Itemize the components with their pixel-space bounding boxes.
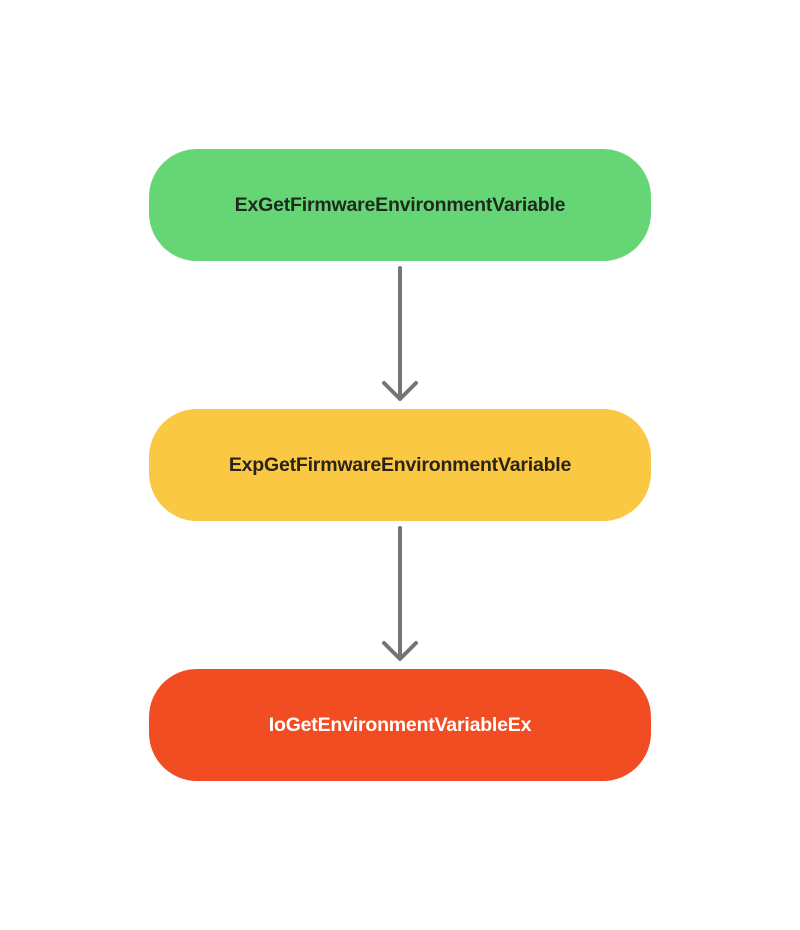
down-arrow-icon — [382, 526, 418, 661]
node-io-get-environment-variable-ex: IoGetEnvironmentVariableEx — [149, 669, 651, 781]
node-exp-get-firmware-environment-variable: ExpGetFirmwareEnvironmentVariable — [149, 409, 651, 521]
node-ex-get-firmware-environment-variable: ExGetFirmwareEnvironmentVariable — [149, 149, 651, 261]
node-label: ExGetFirmwareEnvironmentVariable — [234, 193, 566, 216]
node-label: IoGetEnvironmentVariableEx — [268, 713, 532, 736]
down-arrow-icon — [382, 266, 418, 401]
arrow-head — [382, 641, 418, 661]
arrow-head — [382, 381, 418, 401]
node-label: ExpGetFirmwareEnvironmentVariable — [228, 453, 572, 476]
